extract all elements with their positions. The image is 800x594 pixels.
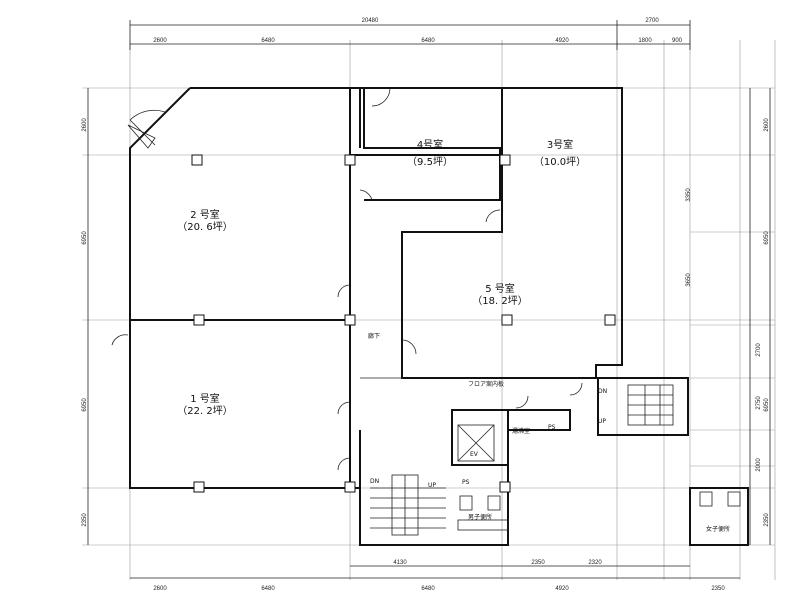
room-5-name: 5 号室	[485, 282, 515, 295]
dim-bottom-seg: 2320	[588, 560, 602, 566]
dim-left-seg: 2350	[82, 513, 88, 527]
dim-bottom-seg: 4920	[555, 586, 569, 592]
mens-wc-label: 男子便所	[468, 513, 492, 521]
dim-right-seg: 2750	[756, 396, 762, 410]
building-walls	[129, 87, 749, 546]
kitchen-label: 湯沸室	[512, 427, 530, 435]
room-4-name: 4号室	[417, 138, 443, 151]
dim-top-total: 20480	[362, 18, 379, 24]
stairs-main-up-label: UP	[428, 482, 436, 489]
dim-left-seg: 2600	[82, 118, 88, 132]
corridor-label: 廊下	[368, 332, 380, 340]
dim-top-seg: 1800	[638, 38, 652, 44]
room-4-area: （9.5坪）	[407, 155, 453, 168]
dim-top-seg: 900	[672, 38, 683, 44]
dim-right-seg: 6950	[764, 231, 770, 245]
womens-wc-label: 女子便所	[706, 525, 730, 533]
stairs-right	[627, 384, 674, 426]
room-3-name: 3号室	[547, 138, 573, 151]
room-2-name: 2 号室	[190, 208, 220, 221]
room-3-area: （10.0坪）	[534, 155, 586, 168]
ps-label-1: PS	[462, 479, 470, 486]
stairs-main	[370, 474, 446, 536]
room-2-area: （20. 6坪）	[177, 220, 232, 233]
dimension-left: 2600 6950 6950 2350	[82, 88, 89, 545]
dim-bottom-seg: 2350	[531, 560, 545, 566]
dim-bottom-seg: 2350	[711, 586, 725, 592]
dimension-bottom: 4130 2350 2320 2600 6480 6480 4920 2350	[130, 560, 740, 592]
stairs-main-dn-label: DN	[370, 478, 379, 485]
dim-bottom-seg: 4130	[393, 560, 407, 566]
dim-left-seg: 6950	[82, 231, 88, 245]
stairs-up-label: UP	[598, 418, 606, 425]
womens-toilet	[699, 491, 741, 507]
floor-guide-label: フロア案内板	[468, 380, 504, 388]
dim-top-right: 2700	[645, 18, 659, 24]
columns	[191, 154, 616, 493]
room-1-name: 1 号室	[190, 392, 220, 405]
dim-right-seg: 3350	[686, 188, 692, 202]
dim-top-seg: 6480	[261, 38, 275, 44]
dimension-top: 20480 2700 2600 6480 6480 4920 1800 900	[129, 18, 691, 50]
ps-label-2: PS	[548, 424, 556, 431]
ev-label: EV	[470, 451, 479, 458]
dim-top-seg: 6480	[421, 38, 435, 44]
room-5-area: （18. 2坪）	[472, 294, 527, 307]
dim-right-seg: 2700	[756, 343, 762, 357]
elevator	[457, 424, 495, 462]
dim-left-seg: 6950	[82, 398, 88, 412]
dim-right-seg: 2600	[764, 118, 770, 132]
doors	[111, 87, 583, 471]
dimension-right: 2600 3350 3650 6950 2700 2750 2000 6950 …	[686, 88, 771, 545]
dim-bottom-seg: 6480	[261, 586, 275, 592]
dim-right-seg: 6950	[764, 398, 770, 412]
room-1-area: （22. 2坪）	[177, 404, 232, 417]
grid-lines	[82, 40, 776, 580]
dim-bottom-seg: 6480	[421, 586, 435, 592]
dim-bottom-seg: 2600	[153, 586, 167, 592]
dim-right-seg: 3650	[686, 273, 692, 287]
mens-toilet	[457, 495, 509, 531]
dim-right-seg: 2350	[764, 513, 770, 527]
dim-top-seg: 2600	[153, 38, 167, 44]
dim-top-seg: 4920	[555, 38, 569, 44]
stairs-dn-label: DN	[598, 388, 607, 395]
dim-right-seg: 2000	[756, 458, 762, 472]
